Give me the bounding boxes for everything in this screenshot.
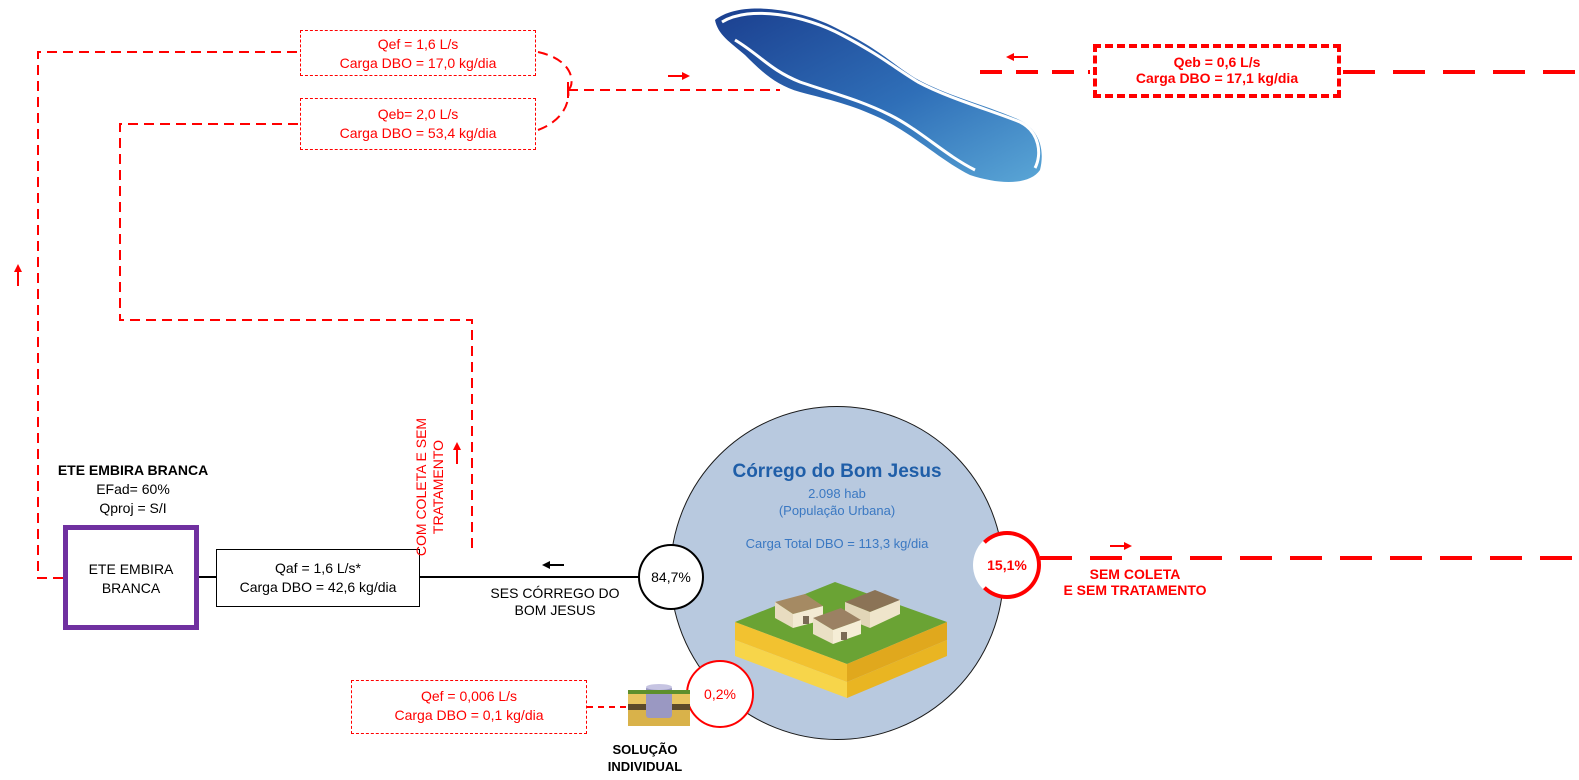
septic-tank-icon bbox=[628, 684, 690, 726]
arrow-up-left-icon bbox=[14, 264, 22, 286]
effluent-box: Qef = 1,6 L/s Carga DBO = 17,0 kg/dia bbox=[300, 30, 536, 76]
individual-solution-label: SOLUÇÃO INDIVIDUAL bbox=[600, 741, 690, 775]
effluent-load: Carga DBO = 17,0 kg/dia bbox=[339, 55, 497, 71]
basin-name: Córrego do Bom Jesus bbox=[732, 461, 942, 482]
junction-bracket bbox=[537, 51, 780, 131]
no-collection-percent: 15,1% bbox=[987, 557, 1027, 573]
ete-box-line2: BRANCA bbox=[101, 580, 161, 596]
ses-label-line1: SES CÓRREGO DO bbox=[490, 585, 620, 601]
ete-title: ETE EMBIRA BRANCA bbox=[57, 462, 209, 478]
arrow-left-ses-icon bbox=[542, 561, 564, 569]
untreated-flow: Qeb= 2,0 L/s bbox=[377, 106, 459, 122]
individual-solution-line1: SOLUÇÃO bbox=[612, 742, 678, 757]
individual-percent-circle: 0,2% bbox=[686, 660, 754, 728]
individual-percent: 0,2% bbox=[704, 686, 736, 702]
ete-efficiency: EFad= 60% bbox=[96, 481, 170, 497]
ete-box: ETE EMBIRA BRANCA bbox=[63, 525, 199, 630]
effluent-flow: Qef = 1,6 L/s bbox=[377, 36, 459, 52]
no-collection-percent-circle: 15,1% bbox=[973, 531, 1041, 599]
river-shape bbox=[715, 8, 1042, 182]
arrow-right-no-collection-icon bbox=[1110, 542, 1132, 550]
basin-total-load: Carga Total DBO = 113,3 kg/dia bbox=[745, 536, 929, 551]
town-illustration bbox=[735, 582, 947, 698]
collected-untreated-label: COM COLETA E SEM TRATAMENTO bbox=[413, 402, 447, 572]
collected-untreated-line2: TRATAMENTO bbox=[430, 439, 446, 535]
affluent-box: Qaf = 1,6 L/s* Carga DBO = 42,6 kg/dia bbox=[216, 549, 420, 607]
untreated-collected-line bbox=[119, 123, 473, 548]
arrow-up-center-icon bbox=[453, 442, 461, 464]
ete-design-flow: Qproj = S/I bbox=[99, 500, 167, 516]
individual-solution-line2: INDIVIDUAL bbox=[607, 759, 683, 774]
individual-flow: Qef = 0,006 L/s bbox=[420, 688, 518, 704]
basin-population: 2.098 hab bbox=[808, 486, 866, 501]
collected-percent: 84,7% bbox=[651, 569, 691, 585]
collected-untreated-line1: COM COLETA E SEM bbox=[413, 417, 429, 557]
affluent-load: Carga DBO = 42,6 kg/dia bbox=[239, 579, 397, 595]
upstream-box: Qeb = 0,6 L/s Carga DBO = 17,1 kg/dia bbox=[1093, 44, 1341, 98]
affluent-flow: Qaf = 1,6 L/s* bbox=[275, 560, 361, 576]
no-collection-label: SEM COLETA E SEM TRATAMENTO bbox=[1035, 566, 1235, 598]
no-collection-line1: SEM COLETA bbox=[1089, 566, 1181, 582]
arrow-right-top-icon bbox=[668, 72, 690, 80]
ete-effluent-line bbox=[37, 51, 300, 579]
individual-load: Carga DBO = 0,1 kg/dia bbox=[394, 707, 544, 723]
no-collection-line2: E SEM TRATAMENTO bbox=[1063, 582, 1207, 598]
arrow-left-top-right-icon bbox=[1006, 53, 1028, 61]
upstream-load: Carga DBO = 17,1 kg/dia bbox=[1135, 70, 1299, 86]
untreated-box: Qeb= 2,0 L/s Carga DBO = 53,4 kg/dia bbox=[300, 98, 536, 150]
ses-label-line2: BOM JESUS bbox=[514, 602, 596, 618]
ete-box-line1: ETE EMBIRA bbox=[88, 561, 174, 577]
ses-label: SES CÓRREGO DO BOM JESUS bbox=[470, 585, 640, 619]
upstream-flow: Qeb = 0,6 L/s bbox=[1173, 54, 1261, 70]
basin-population-label: (População Urbana) bbox=[778, 503, 896, 518]
individual-box: Qef = 0,006 L/s Carga DBO = 0,1 kg/dia bbox=[351, 680, 587, 734]
untreated-load: Carga DBO = 53,4 kg/dia bbox=[339, 125, 497, 141]
collected-percent-circle: 84,7% bbox=[638, 544, 704, 610]
